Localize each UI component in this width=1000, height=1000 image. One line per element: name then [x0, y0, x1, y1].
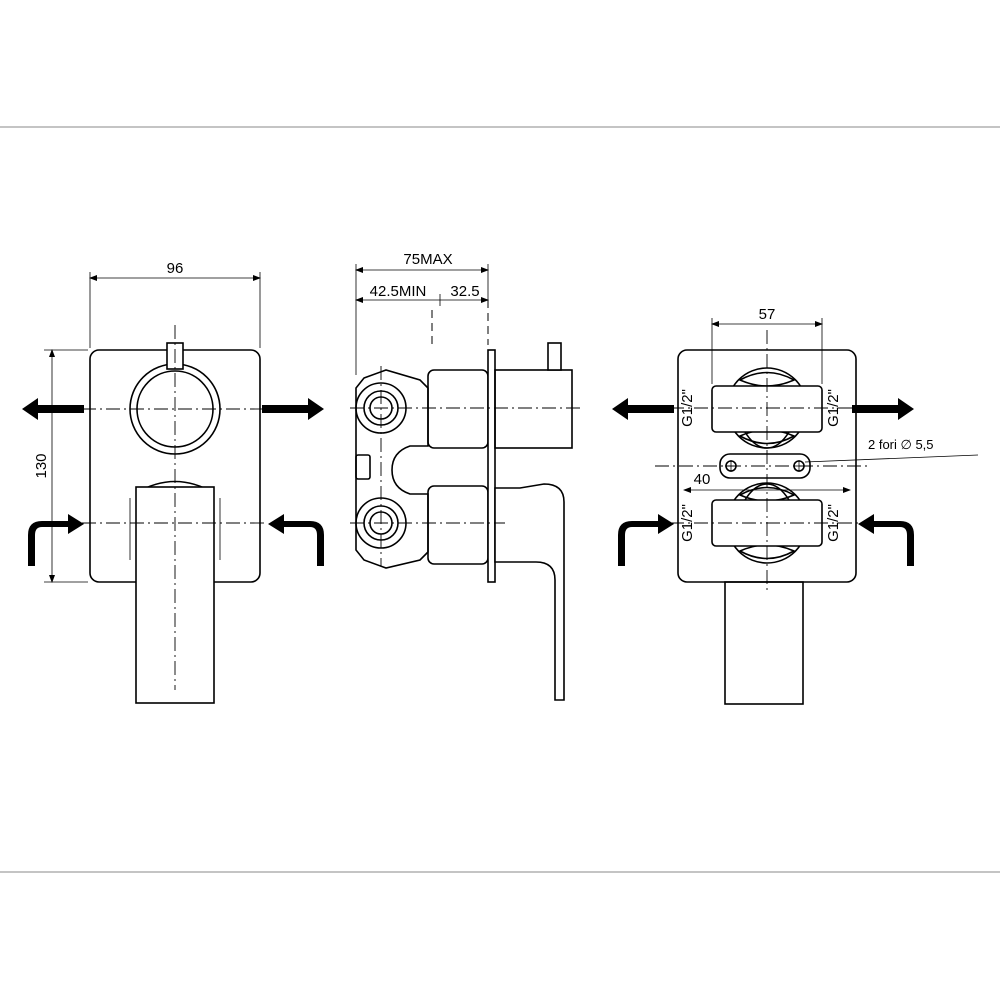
- front-view: 96 130: [22, 260, 324, 704]
- side-plug: [355, 454, 371, 480]
- side-max-depth-label: 75MAX: [403, 251, 452, 268]
- front-width-label: 96: [167, 260, 184, 277]
- front-inlet-arrow-right-icon: [268, 514, 324, 566]
- back-spacing-label: 57: [759, 306, 776, 323]
- front-height-label: 130: [33, 453, 50, 478]
- back-view: 57 40 2 fori ∅ 5,5 G1/2" G1/2" G1/2" G1/…: [612, 306, 979, 705]
- side-knob: [494, 369, 573, 449]
- back-outlet-arrow-left-icon: [612, 398, 674, 420]
- back-holes-label: 2 fori ∅ 5,5: [868, 437, 934, 452]
- side-bottom-housing: [427, 485, 489, 565]
- back-inlet-arrow-left-icon: [618, 514, 674, 566]
- back-thread-bottom-left: G1/2": [679, 504, 696, 542]
- back-inlet-arrow-right-icon: [858, 514, 914, 566]
- back-lever: [724, 581, 804, 705]
- front-inlet-arrow-left-icon: [28, 514, 84, 566]
- back-thread-bottom-right: G1/2": [825, 504, 842, 542]
- back-outlet-arrow-right-icon: [852, 398, 914, 420]
- side-view: 75MAX 42.5MIN 32.5: [350, 251, 580, 701]
- front-outlet-arrow-right-icon: [262, 398, 324, 420]
- back-hole-spacing-label: 40: [694, 471, 711, 488]
- side-min-depth-label: 42.5MIN: [370, 283, 427, 300]
- front-outlet-arrow-left-icon: [22, 398, 84, 420]
- side-body-outline: [355, 369, 429, 569]
- side-offset-label: 32.5: [450, 283, 479, 300]
- side-top-housing: [427, 369, 489, 449]
- back-holes-leader: [804, 454, 979, 463]
- side-lever: [494, 483, 565, 701]
- back-thread-top-left: G1/2": [679, 389, 696, 427]
- back-thread-top-right: G1/2": [825, 389, 842, 427]
- side-knob-pin: [547, 342, 562, 371]
- side-wall-plate: [487, 349, 496, 583]
